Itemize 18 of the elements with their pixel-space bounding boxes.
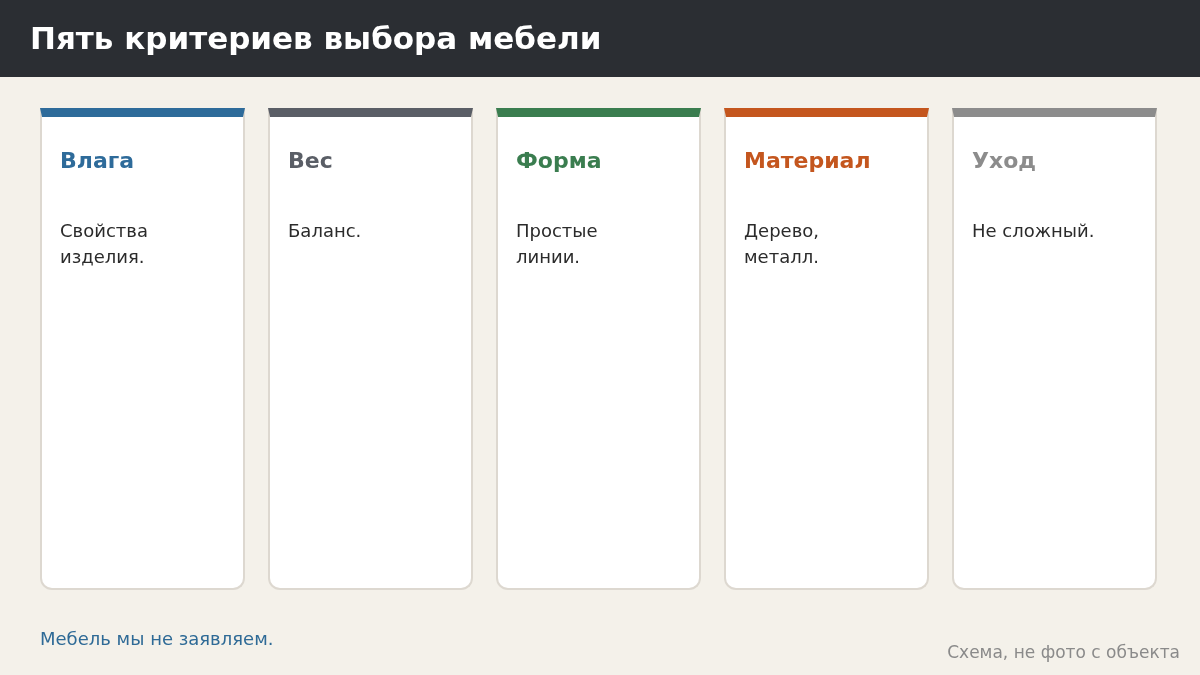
criterion-card xyxy=(496,108,701,590)
criterion-card xyxy=(268,108,473,590)
criterion-card xyxy=(724,108,929,590)
card-text: Не сложный. xyxy=(972,219,1096,243)
criterion-card xyxy=(952,108,1157,590)
card-text: Простые линии. xyxy=(516,219,599,269)
criterion-card xyxy=(40,108,245,590)
card-heading: Форма xyxy=(516,147,602,175)
disclaimer-note: Схема, не фото с объекта xyxy=(947,642,1180,662)
card-heading: Материал xyxy=(744,147,871,175)
card-heading: Вес xyxy=(288,147,333,175)
page-title: Пять критериев выбора мебели xyxy=(0,0,1200,77)
card-text: Дерево, металл. xyxy=(744,219,820,269)
footnote: Мебель мы не заявляем. xyxy=(40,628,274,649)
card-text: Баланс. xyxy=(288,219,363,243)
card-heading: Уход xyxy=(972,147,1037,175)
card-text: Свойства изделия. xyxy=(60,219,149,269)
card-heading: Влага xyxy=(60,147,135,175)
